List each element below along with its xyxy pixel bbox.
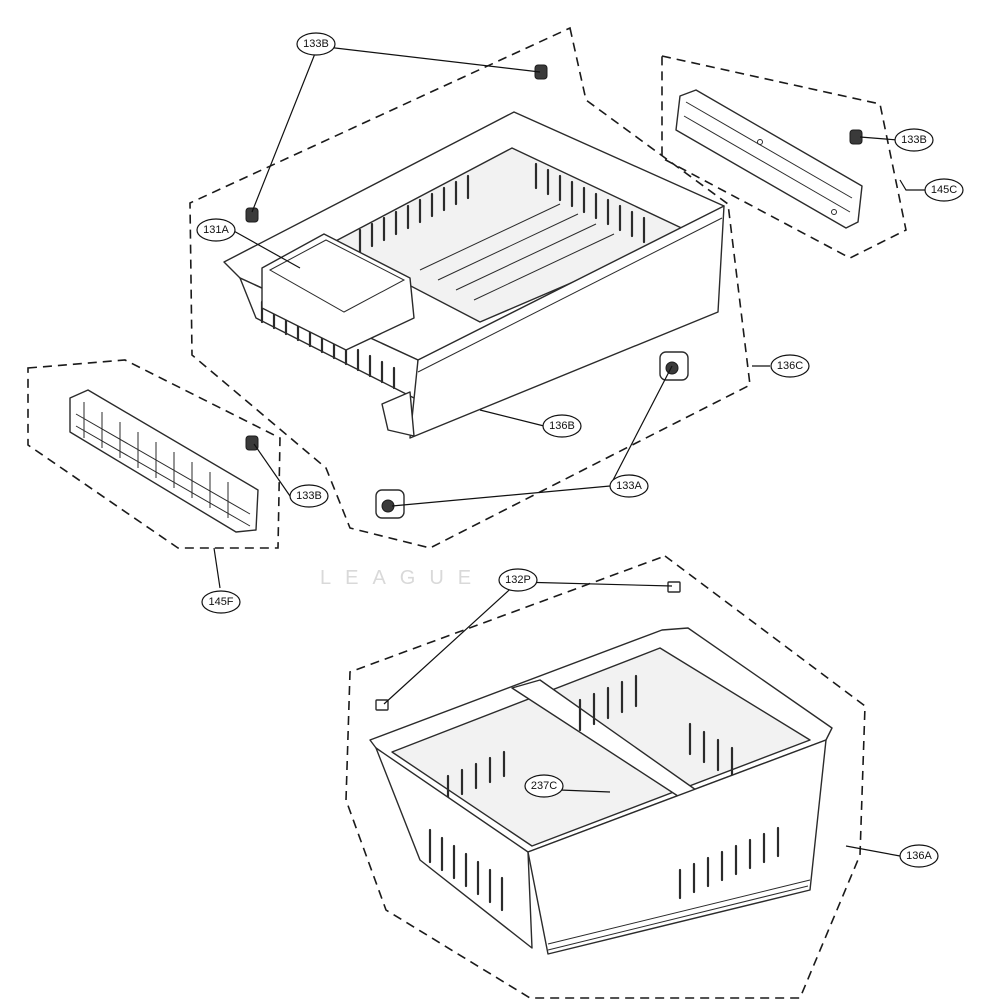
callout-237c: 237C — [524, 774, 564, 798]
callout-133b-top: 133B — [296, 32, 336, 56]
svg-text:133B: 133B — [901, 134, 927, 146]
clip-133b-grille — [245, 435, 259, 451]
front-bin-131a — [261, 233, 415, 351]
callout-136a: 136A — [899, 844, 939, 868]
watermark-text: LEAGUE — [320, 567, 485, 589]
grille-145f — [69, 389, 259, 533]
callout-136b: 136B — [542, 414, 582, 438]
callout-145f: 145F — [201, 590, 241, 614]
svg-text:145F: 145F — [208, 596, 233, 608]
rail-145c — [675, 89, 863, 229]
callout-131a: 131A — [196, 218, 236, 242]
callout-132p: 132P — [498, 568, 538, 592]
pad-132p-right — [667, 581, 681, 593]
group-outline-upper-drawer — [189, 26, 751, 549]
group-outline-grille-145f — [27, 359, 281, 549]
clip-133b-mid — [245, 207, 259, 223]
svg-text:131A: 131A — [203, 224, 229, 236]
callout-133b-left: 133B — [289, 484, 329, 508]
svg-text:237C: 237C — [531, 780, 557, 792]
callout-133b-right: 133B — [894, 128, 934, 152]
svg-text:133B: 133B — [296, 490, 322, 502]
lower-basket — [369, 627, 833, 955]
roller-133a-left — [375, 489, 405, 519]
svg-text:136B: 136B — [549, 420, 575, 432]
svg-text:136C: 136C — [777, 360, 803, 372]
svg-text:132P: 132P — [505, 574, 531, 586]
svg-text:133A: 133A — [616, 480, 642, 492]
svg-text:145C: 145C — [931, 184, 957, 196]
svg-text:136A: 136A — [906, 850, 932, 862]
upper-drawer — [223, 111, 725, 439]
roller-133a-right — [659, 351, 689, 381]
callout-136c: 136C — [770, 354, 810, 378]
callout-133a: 133A — [609, 474, 649, 498]
group-outline-rail-145c — [661, 55, 907, 259]
svg-text:133B: 133B — [303, 38, 329, 50]
callout-145c: 145C — [924, 178, 964, 202]
